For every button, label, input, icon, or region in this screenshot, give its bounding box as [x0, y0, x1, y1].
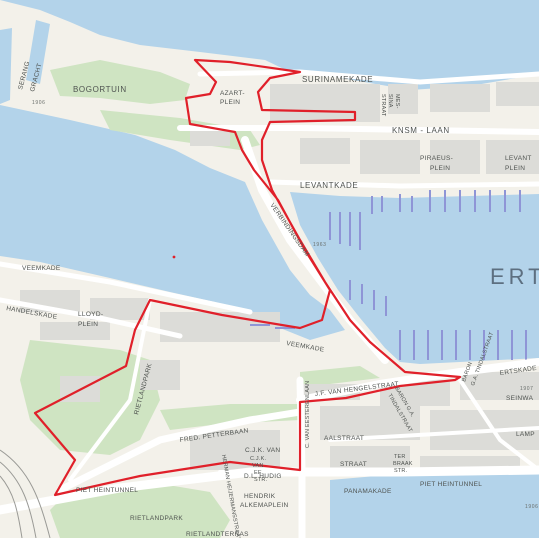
label-terbraak-3: STR. — [394, 468, 408, 474]
label-rietlandpark-area: RIETLANDPARK — [130, 515, 183, 522]
road-veemkade-upper — [0, 261, 253, 315]
label-levantplein-2: PLEIN — [505, 165, 525, 172]
label-levantplein-1: LEVANT — [505, 155, 532, 162]
label-surinamekade: SURINAMEKADE — [302, 75, 373, 84]
water-east-harbour — [290, 192, 539, 364]
label-cjkvan-small-2: VAN — [252, 463, 264, 469]
label-panamakade: PANAMAKADE — [344, 488, 392, 495]
label-azartplein-2: PLEIN — [220, 99, 240, 106]
label-terbraak-2: BRAAK — [393, 461, 413, 467]
label-num-4: 1906 — [525, 504, 539, 510]
rail-lines — [0, 449, 51, 538]
road-tindalstraat — [458, 378, 539, 472]
label-cvaneesterenlaan: C. VAN EESTERENLAAN — [305, 381, 311, 448]
label-bogortuin: BOGORTUIN — [73, 85, 127, 94]
label-piraeusplein-2: PLEIN — [430, 165, 450, 172]
road-surinamekade — [197, 69, 539, 85]
label-lamp: LAMP — [516, 431, 535, 438]
road-fred-petterbaan — [56, 408, 304, 494]
label-cjkvan-small-4: STR. — [254, 477, 268, 483]
label-pietheintunnel-right: PIET HEINTUNNEL — [420, 481, 482, 488]
road-aalstraat — [328, 426, 539, 442]
label-lloydplein-2: PLEIN — [78, 321, 98, 328]
park-bogortuin — [50, 60, 190, 104]
label-levantkade: LEVANTKADE — [300, 181, 358, 190]
road-levantkade — [267, 179, 539, 189]
label-cjk-2: AALSTRAAT — [324, 435, 364, 442]
label-num-3: 1907 — [520, 386, 534, 392]
label-azartplein-1: AZART- — [220, 90, 245, 97]
label-cjkvan-small-3: EE. — [254, 470, 264, 476]
boundary-outline — [33, 58, 462, 497]
label-pietheintunnel-left: PIET HEINTUNNEL — [76, 487, 138, 494]
water-central-basin — [0, 105, 345, 340]
label-veemkade-upper: VEEMKADE — [22, 265, 61, 272]
water-ij-north — [0, 0, 539, 90]
roads — [0, 69, 539, 538]
label-cjkvan-small-1: C.J.K. — [250, 456, 266, 462]
label-num-2: 1963 — [313, 242, 327, 248]
label-hendrik-1: HENDRIK — [244, 493, 276, 500]
water-south-east — [330, 466, 539, 538]
label-piraeusplein-1: PIRAEUS- — [420, 155, 453, 162]
water-west-edge — [0, 28, 12, 104]
label-dlhudig: D.L. HUDIG — [244, 473, 282, 480]
label-knsm-laan: KNSM - LAAN — [392, 126, 450, 135]
label-rietlandterras: RIETLANDTERRAS — [186, 531, 249, 538]
road-jfvanhengel — [296, 358, 539, 404]
label-water-ert: ERT — [490, 264, 539, 289]
label-seinwal: SEINWA — [506, 395, 534, 402]
park-east-strip — [300, 366, 380, 386]
label-cjk-1: C.J.K. VAN — [245, 447, 280, 454]
label-messinastraat-1: MES- — [394, 94, 400, 109]
label-hendrik-2: ALKEMAPLEIN — [240, 502, 288, 509]
park-central-strip — [160, 404, 300, 430]
road-rietlandpark — [68, 298, 152, 482]
label-lloydplein-1: LLOYD- — [78, 311, 103, 318]
moored-boats — [250, 190, 527, 360]
water-serang-gracht — [26, 20, 50, 84]
label-num-1: 1906 — [32, 100, 46, 106]
road-knsm-laan — [177, 125, 539, 135]
label-messinastraat-2: SINA — [387, 94, 393, 108]
label-dlhudigstraat: STRAAT — [340, 461, 367, 468]
road-hudigstraat — [218, 468, 422, 474]
road-handelskade — [0, 297, 183, 339]
map-point-marker — [172, 255, 176, 259]
label-messinastraat-3: STRAAT — [380, 94, 386, 117]
label-terbraak-1: TER — [394, 454, 406, 460]
